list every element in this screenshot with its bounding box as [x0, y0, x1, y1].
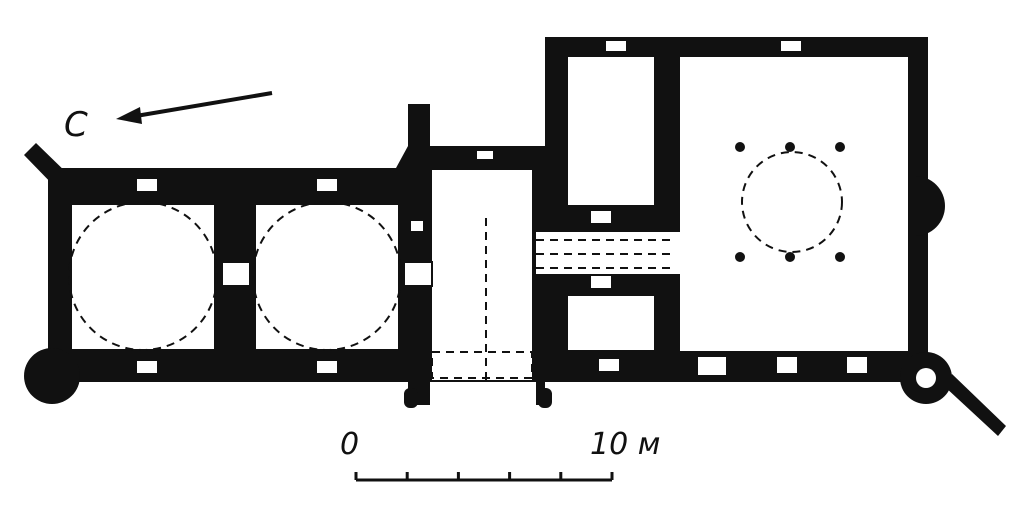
scale-ticks: [354, 472, 614, 482]
southeast-buttress: [944, 374, 1006, 436]
north-label: С: [64, 105, 88, 145]
vestibule: [432, 170, 532, 380]
north-chamber: [568, 57, 654, 205]
dome-outline-main-hall: [741, 151, 843, 253]
dashed-features: [68, 151, 843, 380]
main-hall: [680, 57, 908, 351]
northwest-buttress: [24, 143, 72, 190]
apse: [915, 176, 945, 236]
columns: [735, 142, 845, 262]
openings: [135, 39, 869, 377]
scale-bar: 0 10 м: [340, 427, 660, 482]
room-west-domed: [72, 205, 214, 349]
southwest-corner-tower: [24, 348, 80, 404]
rooms: [72, 57, 936, 388]
dome-outline-middle: [252, 201, 402, 351]
south-chamber: [568, 296, 654, 350]
north-arrow: С: [64, 91, 273, 145]
north-arrow-head: [116, 107, 142, 124]
scale-end-label: 10 м: [590, 427, 660, 462]
north-arrow-shaft: [129, 91, 273, 119]
scale-start-label: 0: [340, 427, 359, 462]
room-middle-domed: [256, 205, 398, 349]
dome-outline-west: [68, 201, 218, 351]
